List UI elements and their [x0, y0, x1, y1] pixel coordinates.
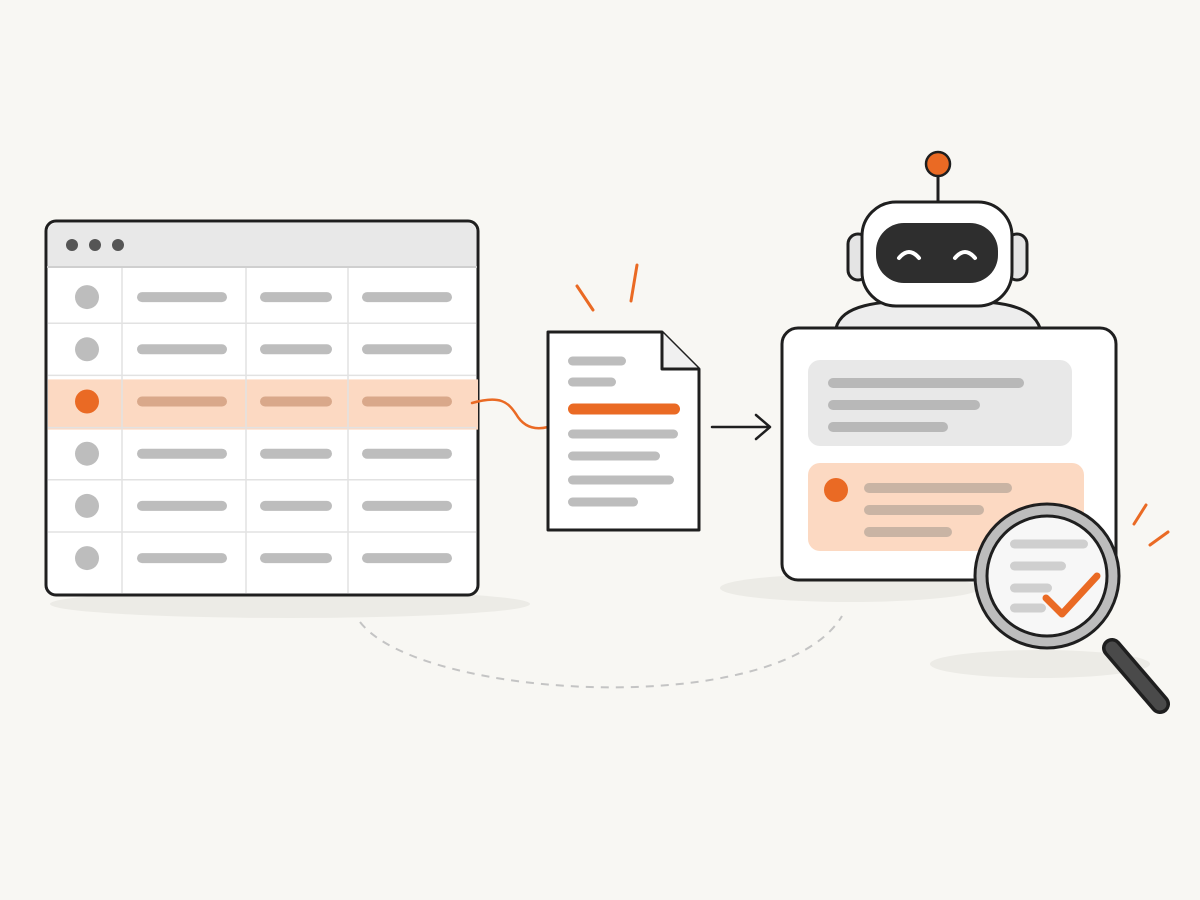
document-line	[568, 377, 616, 387]
lens-line	[1010, 539, 1088, 549]
checkmark-icon	[1042, 572, 1101, 618]
table-cell-placeholder	[362, 292, 452, 303]
table-cell-placeholder	[362, 553, 452, 564]
robot-left-eye	[897, 250, 921, 260]
answer-card-line	[864, 483, 1012, 493]
document-lines	[568, 356, 680, 507]
table-cell-placeholder	[260, 344, 332, 355]
lens-line	[1010, 603, 1046, 613]
table-cell-placeholder	[137, 396, 227, 407]
table-cell-placeholder	[362, 448, 452, 459]
document-sparkle	[575, 263, 639, 312]
table-shadow	[50, 590, 530, 618]
table-cell-placeholder	[260, 553, 332, 564]
robot-right-eye	[953, 250, 977, 260]
window-dot-3	[112, 239, 124, 251]
answer-card-line	[864, 505, 984, 515]
table-cell-placeholder	[137, 344, 227, 355]
context-card-line	[828, 400, 980, 410]
magnifier-shadow	[930, 650, 1150, 678]
table-title-bar	[48, 223, 476, 267]
document-line	[568, 429, 678, 439]
table-cell-placeholder	[137, 448, 227, 459]
sparkle-stroke-1	[575, 284, 595, 312]
table-cell-placeholder	[260, 448, 332, 459]
table-rows	[48, 268, 478, 593]
table-row-marker	[75, 546, 99, 571]
answer-card-line	[864, 527, 952, 537]
robot-face-screen	[876, 223, 998, 283]
spreadsheet-window	[44, 219, 480, 597]
context-card-line	[828, 378, 1024, 388]
arrow-right-icon	[710, 413, 772, 441]
table-cell-placeholder	[260, 292, 332, 303]
magnifier-sparkle-2	[1148, 530, 1170, 547]
lens-lines	[1010, 539, 1088, 613]
table-cell-placeholder	[137, 292, 227, 303]
table-row-marker	[75, 441, 99, 466]
table-cell-placeholder	[362, 344, 452, 355]
table-row-marker	[75, 285, 99, 310]
table-cell-placeholder	[362, 500, 452, 511]
document-line	[568, 451, 660, 461]
magnifier-handle-fill	[1105, 641, 1167, 711]
table-cell-placeholder	[137, 500, 227, 511]
lens-line	[1010, 561, 1066, 571]
table-cell-placeholder	[260, 396, 332, 407]
arrow-head	[754, 413, 772, 441]
magnifying-glass-icon	[973, 502, 1170, 714]
document-line	[568, 356, 626, 366]
dashed-return-connector	[359, 615, 843, 689]
magnifier-lens	[985, 514, 1109, 638]
document-highlighted-line	[568, 403, 680, 415]
window-control-dots-icon	[66, 239, 124, 251]
document-folded-corner	[660, 332, 699, 371]
window-dot-2	[89, 239, 101, 251]
document-line	[568, 475, 674, 485]
magnifier-sparkle	[1132, 503, 1170, 547]
robot-icon	[834, 150, 1043, 330]
table-row-marker	[75, 337, 99, 362]
table-cell-placeholder	[362, 396, 452, 407]
context-card-lines	[828, 378, 1024, 432]
sparkle-stroke-2	[629, 263, 639, 303]
magnifier-sparkle-1	[1132, 503, 1148, 526]
row-to-document-connector	[470, 398, 550, 430]
document-icon	[546, 263, 701, 532]
table-row-marker	[75, 493, 99, 518]
lens-line	[1010, 583, 1052, 593]
robot-antenna-ball	[924, 150, 952, 178]
table-row-marker	[75, 389, 99, 414]
answer-card-lines	[864, 483, 1012, 537]
context-card-line	[828, 422, 948, 432]
answer-marker-dot	[824, 478, 848, 502]
document-line	[568, 497, 638, 507]
table-cell-placeholder	[137, 553, 227, 564]
table-cell-placeholder	[260, 500, 332, 511]
window-dot-1	[66, 239, 78, 251]
